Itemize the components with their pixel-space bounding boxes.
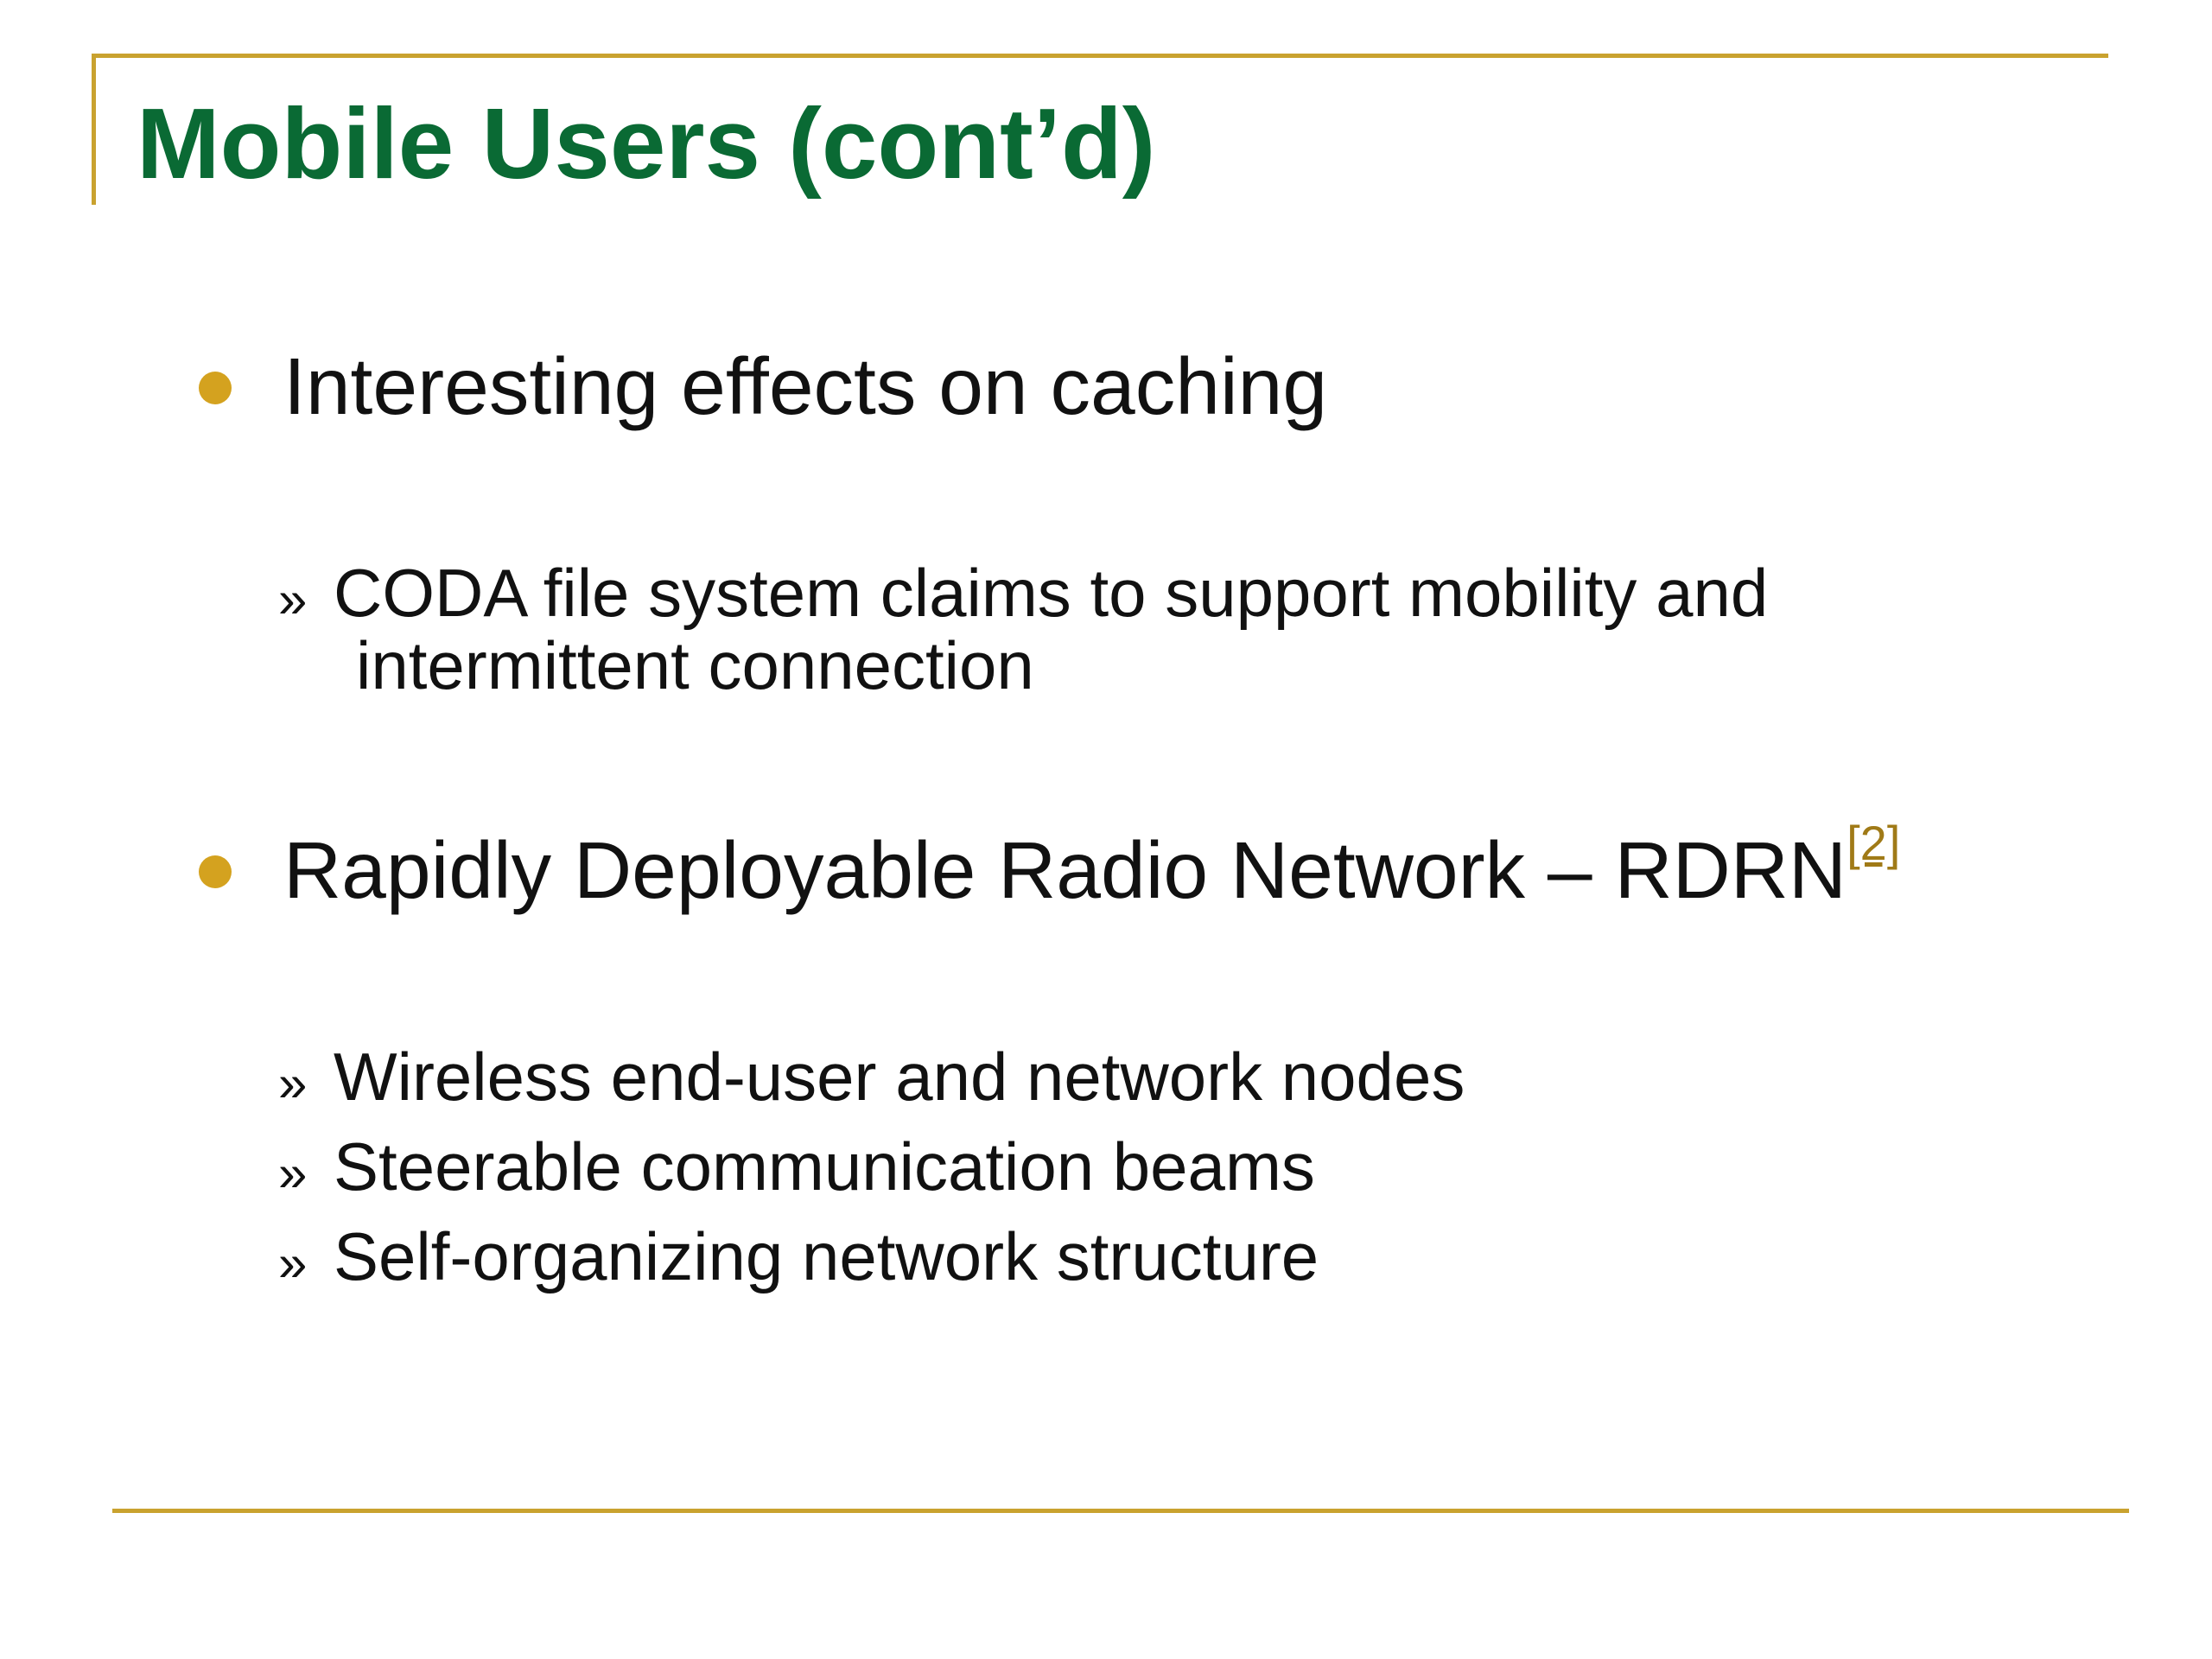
bottom-rule bbox=[112, 1509, 2129, 1513]
sub-item-text: CODA file system claims to support mobil… bbox=[334, 556, 1768, 702]
left-rule bbox=[92, 54, 96, 205]
slide-title: Mobile Users (cont’d) bbox=[137, 87, 1156, 200]
sub-item-2-3: » Self-organizing network structure bbox=[278, 1220, 2093, 1293]
bullet-text-main: Rapidly Deployable Radio Network – RDRN bbox=[283, 825, 1847, 915]
double-chevron-right-icon: » bbox=[278, 570, 308, 628]
double-chevron-right-icon: » bbox=[278, 1234, 308, 1292]
bullet-item-1: Interesting effects on caching bbox=[199, 339, 2100, 435]
sub-item-text: Self-organizing network structure bbox=[334, 1218, 1319, 1294]
sub-item-text: Wireless end-user and network nodes bbox=[334, 1039, 1465, 1115]
sub-item-2-2: » Steerable communication beams bbox=[278, 1130, 2093, 1203]
bullet-text: Interesting effects on caching bbox=[283, 341, 1328, 431]
double-chevron-right-icon: » bbox=[278, 1054, 308, 1112]
bullet-item-2: Rapidly Deployable Radio Network – RDRN[… bbox=[199, 819, 2100, 919]
bullet-dot-icon bbox=[199, 372, 232, 404]
double-chevron-right-icon: » bbox=[278, 1144, 308, 1202]
sub-item-line-2: intermittent connection bbox=[356, 627, 1034, 704]
bullet-text: Rapidly Deployable Radio Network – RDRN[… bbox=[283, 819, 1900, 919]
sub-item-line-1: CODA file system claims to support mobil… bbox=[334, 555, 1769, 631]
reference-link[interactable]: [2] bbox=[1847, 816, 1901, 870]
sub-item-text: Steerable communication beams bbox=[334, 1128, 1315, 1205]
bullet-dot-icon bbox=[199, 855, 232, 888]
sub-item-1-1: » CODA file system claims to support mob… bbox=[278, 556, 2093, 702]
sub-item-2-1: » Wireless end-user and network nodes bbox=[278, 1040, 2093, 1113]
top-rule bbox=[92, 54, 2108, 58]
